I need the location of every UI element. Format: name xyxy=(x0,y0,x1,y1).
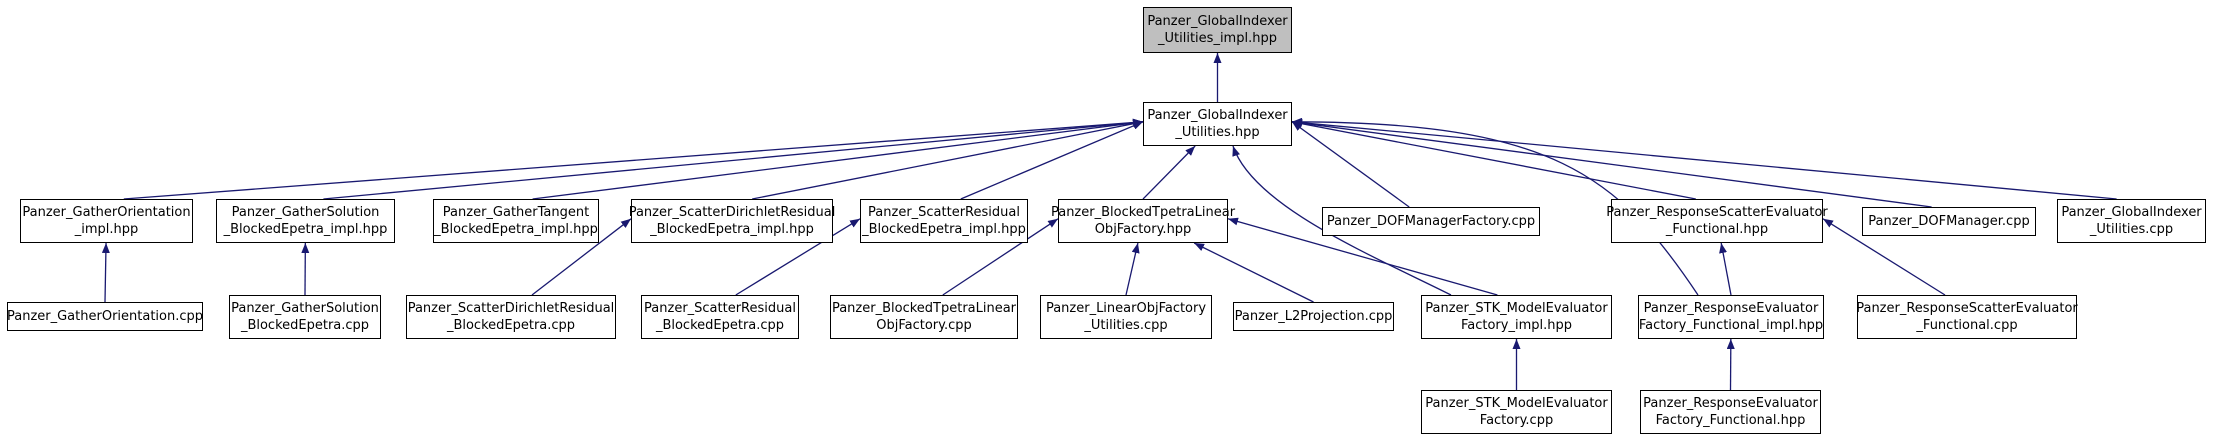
dependency-edge xyxy=(323,118,1144,200)
node-label-line: Panzer_LinearObjFactory xyxy=(1045,301,1207,316)
node-label-line: _Functional.cpp xyxy=(1916,318,2018,333)
dependency-edge xyxy=(1719,242,1732,296)
node-label-line: Factory_impl.hpp xyxy=(1460,318,1572,333)
node-label-line: Panzer_L2Projection.cpp xyxy=(1234,309,1393,324)
node-label-line: Panzer_ScatterDirichletResidual xyxy=(628,205,836,220)
node-label-line: Panzer_GlobalIndexer xyxy=(1147,108,1288,123)
node-label-line: Panzer_ResponseEvaluator xyxy=(1643,396,1818,411)
node-label-line: Panzer_GatherSolution xyxy=(231,301,379,316)
dependency-edge xyxy=(1142,145,1196,200)
node-label-line: Panzer_GatherSolution xyxy=(231,205,380,220)
node-label-line: Panzer_BlockedTpetraLinear xyxy=(1050,205,1236,220)
dependency-edge xyxy=(101,242,110,303)
node-label-line: _Functional.hpp xyxy=(1665,222,1769,237)
node-globalindexer-utilities-cpp[interactable]: Panzer_GlobalIndexer _Utilities.cpp xyxy=(2057,199,2206,243)
dependency-edge xyxy=(1193,242,1314,303)
node-label-line: _Utilities.cpp xyxy=(1084,318,1168,333)
node-label-line: _BlockedEpetra_impl.hpp xyxy=(650,222,814,237)
node-scatterresidual-blockedepetra-impl-hpp[interactable]: Panzer_ScatterResidual _BlockedEpetra_imp… xyxy=(860,199,1028,243)
node-label-line: _BlockedEpetra.cpp xyxy=(655,318,785,333)
node-label-line: Panzer_STK_ModelEvaluator xyxy=(1425,396,1608,411)
dependency-edge xyxy=(1125,242,1140,296)
node-label-line: Panzer_STK_ModelEvaluator xyxy=(1425,301,1608,316)
dependency-edge xyxy=(532,119,1144,200)
node-responsescatterevaluator-functional-cpp[interactable]: Panzer_ResponseScatterEvaluator _Function… xyxy=(1856,295,2078,339)
dependency-edge xyxy=(735,218,861,296)
node-label-line: Panzer_ResponseScatterEvaluator xyxy=(1606,205,1828,220)
node-scatterdirichletresidual-blockedepetra-cpp[interactable]: Panzer_ScatterDirichletResidual _BlockedE… xyxy=(406,295,616,339)
node-label-line: Panzer_GlobalIndexer xyxy=(2061,205,2202,220)
dependency-edge xyxy=(942,218,1059,296)
node-label-line: Panzer_ResponseEvaluator xyxy=(1643,301,1819,316)
node-l2projection-cpp[interactable]: Panzer_L2Projection.cpp xyxy=(1233,302,1394,331)
dependency-edge xyxy=(960,121,1144,200)
dependency-edge xyxy=(1227,217,1498,296)
node-gatherorientation-cpp[interactable]: Panzer_GatherOrientation.cpp xyxy=(7,302,203,331)
dependency-edge xyxy=(1291,117,1699,296)
node-dofmanager-cpp[interactable]: Panzer_DOFManager.cpp xyxy=(1862,207,2036,236)
node-gatherorientation-impl-hpp[interactable]: Panzer_GatherOrientation _impl.hpp xyxy=(20,199,193,243)
node-label-line: Panzer_GatherOrientation xyxy=(22,205,191,220)
node-label-line: _BlockedEpetra_impl.hpp xyxy=(862,222,1026,237)
node-label-line: Panzer_DOFManagerFactory.cpp xyxy=(1326,214,1536,229)
node-label-line: Panzer_ResponseScatterEvaluator xyxy=(1856,301,2078,316)
node-responsescatterevaluator-functional-hpp[interactable]: Panzer_ResponseScatterEvaluator _Function… xyxy=(1606,199,1828,243)
node-label-line: _BlockedEpetra_impl.hpp xyxy=(223,222,388,237)
node-label-line: Factory_Functional.hpp xyxy=(1655,413,1806,428)
dependency-edge xyxy=(531,218,632,296)
node-globalindexer-utilities-impl-hpp: Panzer_GlobalIndexer _Utilities_impl.hpp xyxy=(1143,7,1292,53)
dependency-edge xyxy=(752,119,1144,200)
node-label-line: Factory_Functional_impl.hpp xyxy=(1638,318,1824,333)
node-label-line: Factory.cpp xyxy=(1479,413,1554,428)
node-label-line: _Utilities_impl.hpp xyxy=(1158,31,1277,46)
node-label-line: Panzer_GatherOrientation.cpp xyxy=(6,309,204,324)
node-scatterdirichletresidual-blockedepetra-impl-hpp[interactable]: Panzer_ScatterDirichletResidual _BlockedE… xyxy=(628,199,836,243)
node-gathertangent-blockedepetra-impl-hpp[interactable]: Panzer_GatherTangent _BlockedEpetra_impl.… xyxy=(433,199,599,243)
node-dofmanagerfactory-cpp[interactable]: Panzer_DOFManagerFactory.cpp xyxy=(1322,207,1540,236)
node-label-line: Panzer_DOFManager.cpp xyxy=(1868,214,2030,229)
node-label-line: _Utilities.cpp xyxy=(2089,222,2174,237)
dependency-edge xyxy=(1291,118,2117,200)
node-label-line: Panzer_ScatterDirichletResidual xyxy=(407,301,615,316)
dependency-edge xyxy=(1232,145,1452,296)
node-label-line: _BlockedEpetra_impl.hpp xyxy=(434,222,598,237)
dependency-edge xyxy=(1291,119,1696,200)
node-linearobjfactory-utilities-cpp[interactable]: Panzer_LinearObjFactory _Utilities.cpp xyxy=(1040,295,1212,339)
node-globalindexer-utilities-hpp[interactable]: Panzer_GlobalIndexer _Utilities.hpp xyxy=(1143,102,1292,146)
node-label-line: _impl.hpp xyxy=(74,222,139,237)
node-label-line: _BlockedEpetra.cpp xyxy=(446,318,576,333)
node-label-line: Panzer_BlockedTpetraLinear xyxy=(831,301,1017,316)
node-label-line: ObjFactory.cpp xyxy=(876,318,972,333)
node-scatterresidual-blockedepetra-cpp[interactable]: Panzer_ScatterResidual _BlockedEpetra.cpp xyxy=(641,295,799,339)
node-gathersolution-blockedepetra-cpp[interactable]: Panzer_GatherSolution _BlockedEpetra.cpp xyxy=(229,295,381,339)
node-label-line: _BlockedEpetra.cpp xyxy=(240,318,370,333)
dependency-edge xyxy=(1822,218,1946,296)
node-gathersolution-blockedepetra-impl-hpp[interactable]: Panzer_GatherSolution _BlockedEpetra_impl… xyxy=(216,199,395,243)
node-label-line: Panzer_ScatterResidual xyxy=(644,301,796,316)
node-label-line: Panzer_ScatterResidual xyxy=(868,205,1020,220)
node-label-line: Panzer_GatherTangent xyxy=(442,205,590,220)
node-label-line: ObjFactory.hpp xyxy=(1094,222,1192,237)
dependency-edge xyxy=(123,118,1144,200)
node-label-line: _Utilities.hpp xyxy=(1175,125,1260,140)
node-label-line: Panzer_GlobalIndexer xyxy=(1147,14,1288,29)
dependency-edge xyxy=(1291,119,1932,208)
dependency-edge xyxy=(1291,121,1410,208)
